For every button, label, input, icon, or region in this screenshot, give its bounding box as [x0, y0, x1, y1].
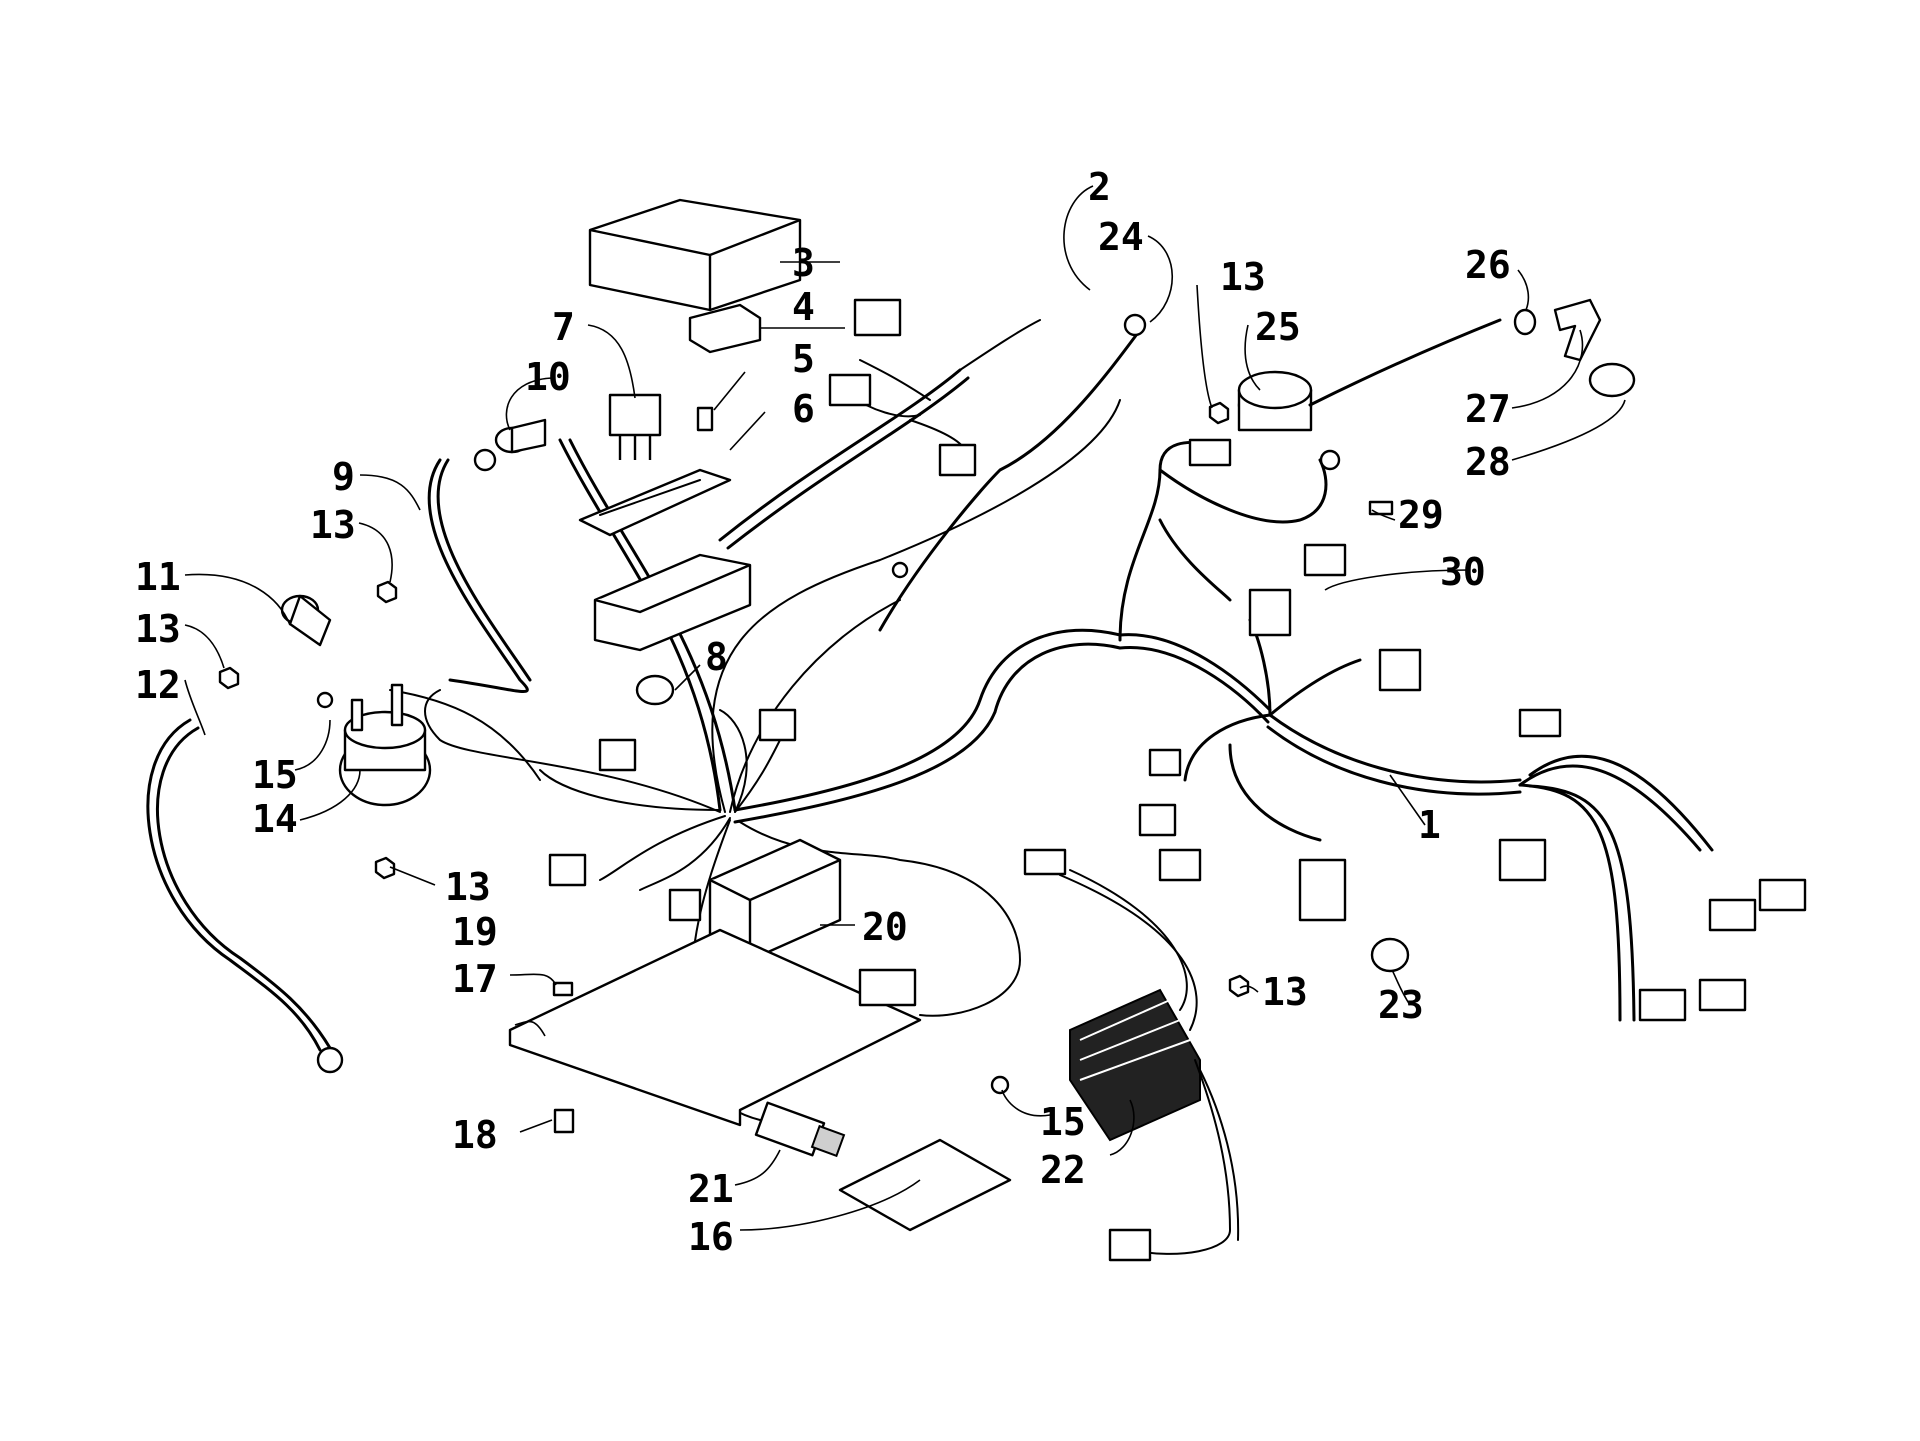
leader-lines [184, 185, 1626, 1231]
callout-16: 16 [688, 1215, 734, 1259]
main-harness [424, 399, 1714, 1121]
callout-24: 24 [1098, 215, 1144, 259]
callout-4: 4 [792, 285, 815, 329]
callout-9: 9 [332, 455, 355, 499]
callout-18: 18 [452, 1113, 498, 1157]
callout-15a: 15 [252, 753, 298, 797]
callout-14: 14 [252, 797, 298, 841]
spark-plug-cap [1513, 298, 1636, 398]
callout-13c: 13 [445, 865, 491, 909]
callout-21: 21 [688, 1167, 734, 1211]
ignition-coil [1237, 318, 1502, 432]
decal [838, 1138, 1012, 1232]
relay [608, 393, 662, 460]
callout-6: 6 [792, 387, 815, 431]
ring-terminals [316, 313, 1341, 1074]
callout-26: 26 [1465, 243, 1511, 287]
callout-13a: 13 [310, 503, 356, 547]
callout-8: 8 [705, 635, 728, 679]
clamps [635, 674, 1410, 973]
callout-numbers: 1 2 3 4 5 6 7 8 9 10 11 12 13 13 13 13 1… [135, 165, 1511, 1259]
connectors [548, 298, 1807, 1022]
callout-7: 7 [552, 305, 575, 349]
relay-small [688, 303, 762, 354]
callout-23: 23 [1378, 983, 1424, 1027]
callout-11: 11 [135, 555, 181, 599]
regulator-wires [1023, 848, 1240, 1262]
fasteners [218, 401, 1250, 1134]
sensor [754, 1101, 846, 1158]
callout-15b: 15 [1040, 1100, 1086, 1144]
callout-27: 27 [1465, 387, 1511, 431]
callout-12: 12 [135, 663, 181, 707]
callout-2: 2 [1088, 165, 1111, 209]
callout-29: 29 [1398, 493, 1444, 537]
callout-13e: 13 [1262, 970, 1308, 1014]
battery-cables [146, 458, 541, 1052]
callout-17: 17 [452, 957, 498, 1001]
callout-10: 10 [525, 355, 571, 399]
fuse-label-decal [578, 468, 732, 537]
fuse-block [593, 553, 752, 652]
callout-28: 28 [1465, 440, 1511, 484]
callout-13d: 13 [1220, 255, 1266, 299]
terminal-boot [494, 418, 547, 454]
screw [1368, 500, 1394, 516]
callout-19: 19 [452, 910, 498, 954]
starter-solenoid [338, 683, 432, 807]
mounting-plate [508, 928, 922, 1127]
fuse-block-harness [718, 319, 1142, 632]
fuse-box-cover [588, 198, 802, 312]
callout-30: 30 [1440, 550, 1486, 594]
callout-22: 22 [1040, 1148, 1086, 1192]
voltage-regulator [1069, 988, 1201, 1142]
callout-25: 25 [1255, 305, 1301, 349]
callout-1: 1 [1418, 803, 1441, 847]
fuse [696, 406, 714, 432]
callout-3: 3 [792, 241, 815, 285]
callout-13b: 13 [135, 607, 181, 651]
callout-5: 5 [792, 337, 815, 381]
callout-20: 20 [862, 905, 908, 949]
terminal-boot-2 [280, 594, 332, 647]
